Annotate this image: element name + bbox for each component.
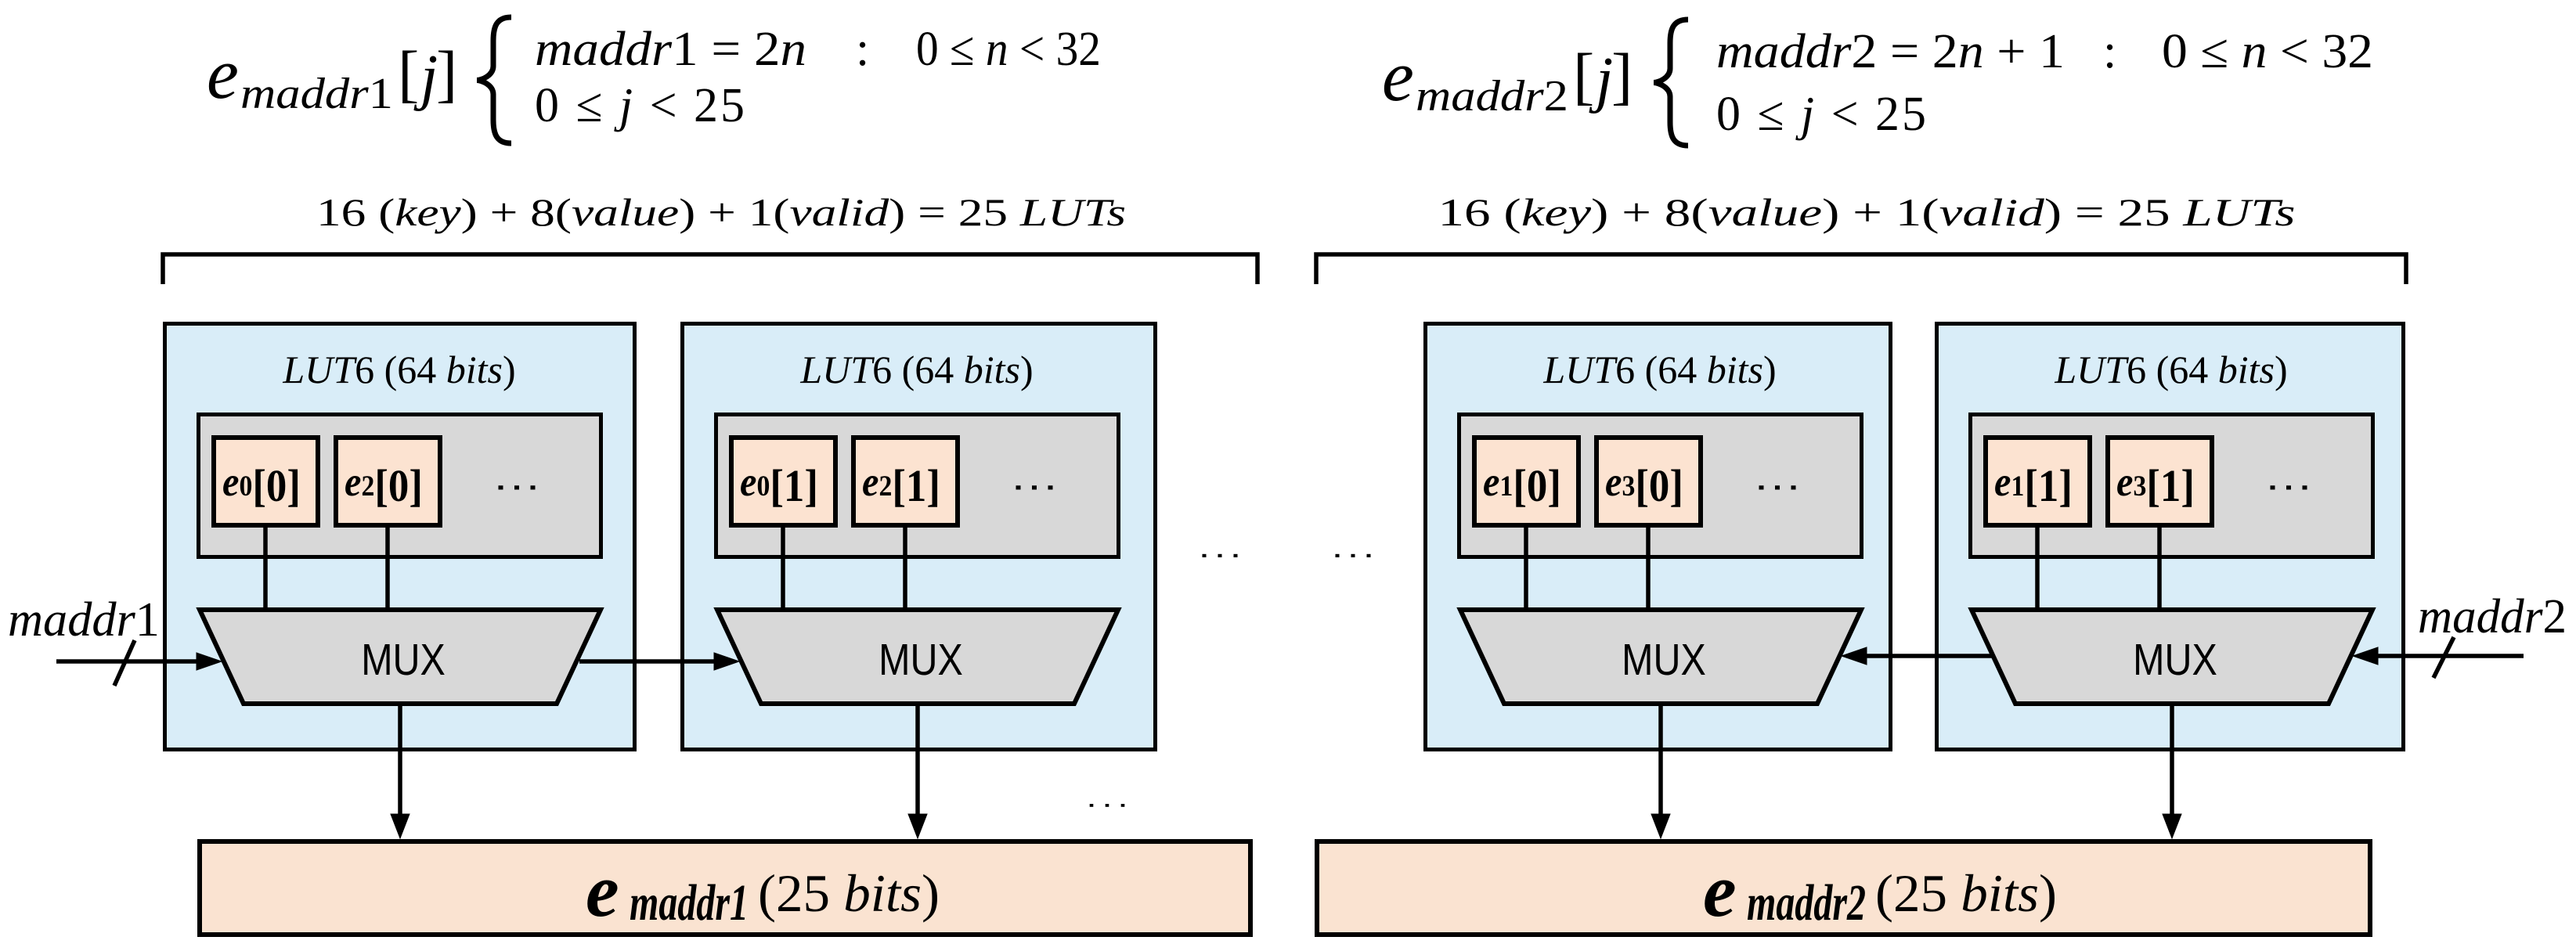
svg-text:e1[0]: e1[0] bbox=[1483, 459, 1561, 511]
svg-text:LUT6 (64 bits): LUT6 (64 bits) bbox=[282, 348, 515, 391]
svg-text:LUT6 (64 bits): LUT6 (64 bits) bbox=[1542, 348, 1776, 391]
svg-text:0 ≤ j < 25: 0 ≤ j < 25 bbox=[1716, 88, 1926, 141]
svg-text:e: e bbox=[1382, 36, 1414, 116]
svg-text:maddr2: maddr2 bbox=[1416, 72, 1568, 121]
svg-text:e: e bbox=[586, 849, 619, 932]
svg-text:e3[0]: e3[0] bbox=[1605, 459, 1683, 511]
svg-text::: : bbox=[856, 23, 869, 76]
svg-text:e2[0]: e2[0] bbox=[345, 459, 423, 511]
svg-text:(25 bits): (25 bits) bbox=[1875, 863, 2057, 923]
svg-text:[: [ bbox=[398, 38, 419, 109]
svg-text:(25 bits): (25 bits) bbox=[758, 863, 940, 923]
svg-text:MUX: MUX bbox=[2133, 635, 2217, 685]
svg-text:maddr1 = 2n: maddr1 = 2n bbox=[535, 23, 806, 76]
svg-text:e: e bbox=[1703, 849, 1737, 932]
svg-text:]: ] bbox=[436, 38, 457, 109]
svg-text:maddr1: maddr1 bbox=[630, 874, 749, 931]
svg-text:e2[1]: e2[1] bbox=[862, 459, 940, 511]
svg-text:e0[0]: e0[0] bbox=[222, 459, 301, 511]
svg-text:LUT6 (64 bits): LUT6 (64 bits) bbox=[799, 348, 1033, 391]
svg-text:0 ≤ j < 25: 0 ≤ j < 25 bbox=[535, 79, 745, 132]
svg-text::: : bbox=[2103, 25, 2116, 78]
svg-text:MUX: MUX bbox=[1622, 635, 1706, 685]
svg-text:LUT6 (64 bits): LUT6 (64 bits) bbox=[2054, 348, 2287, 391]
svg-text:16 (key) + 8(value) + 1(valid): 16 (key) + 8(value) + 1(valid) = 25 LUTs bbox=[316, 190, 1126, 234]
svg-text:MUX: MUX bbox=[361, 635, 446, 685]
svg-text:e1[1]: e1[1] bbox=[1994, 459, 2073, 511]
svg-text:maddr2: maddr2 bbox=[2418, 590, 2567, 643]
svg-text:16 (key) + 8(value) + 1(valid): 16 (key) + 8(value) + 1(valid) = 25 LUTs bbox=[1438, 190, 2296, 234]
svg-text:e0[1]: e0[1] bbox=[740, 459, 818, 511]
svg-text:maddr1: maddr1 bbox=[8, 593, 160, 647]
svg-text:maddr1: maddr1 bbox=[240, 70, 393, 118]
svg-text:e: e bbox=[207, 34, 239, 113]
svg-text:MUX: MUX bbox=[879, 635, 963, 685]
svg-text:]: ] bbox=[1611, 40, 1633, 111]
svg-text:0 ≤ n < 32: 0 ≤ n < 32 bbox=[2162, 25, 2373, 78]
svg-text:0 ≤ n < 32: 0 ≤ n < 32 bbox=[916, 23, 1101, 76]
svg-text:maddr2: maddr2 bbox=[1747, 874, 1866, 931]
svg-text:[: [ bbox=[1573, 40, 1594, 111]
svg-text:maddr2 = 2n + 1: maddr2 = 2n + 1 bbox=[1716, 25, 2065, 78]
svg-text:e3[1]: e3[1] bbox=[2116, 459, 2195, 511]
